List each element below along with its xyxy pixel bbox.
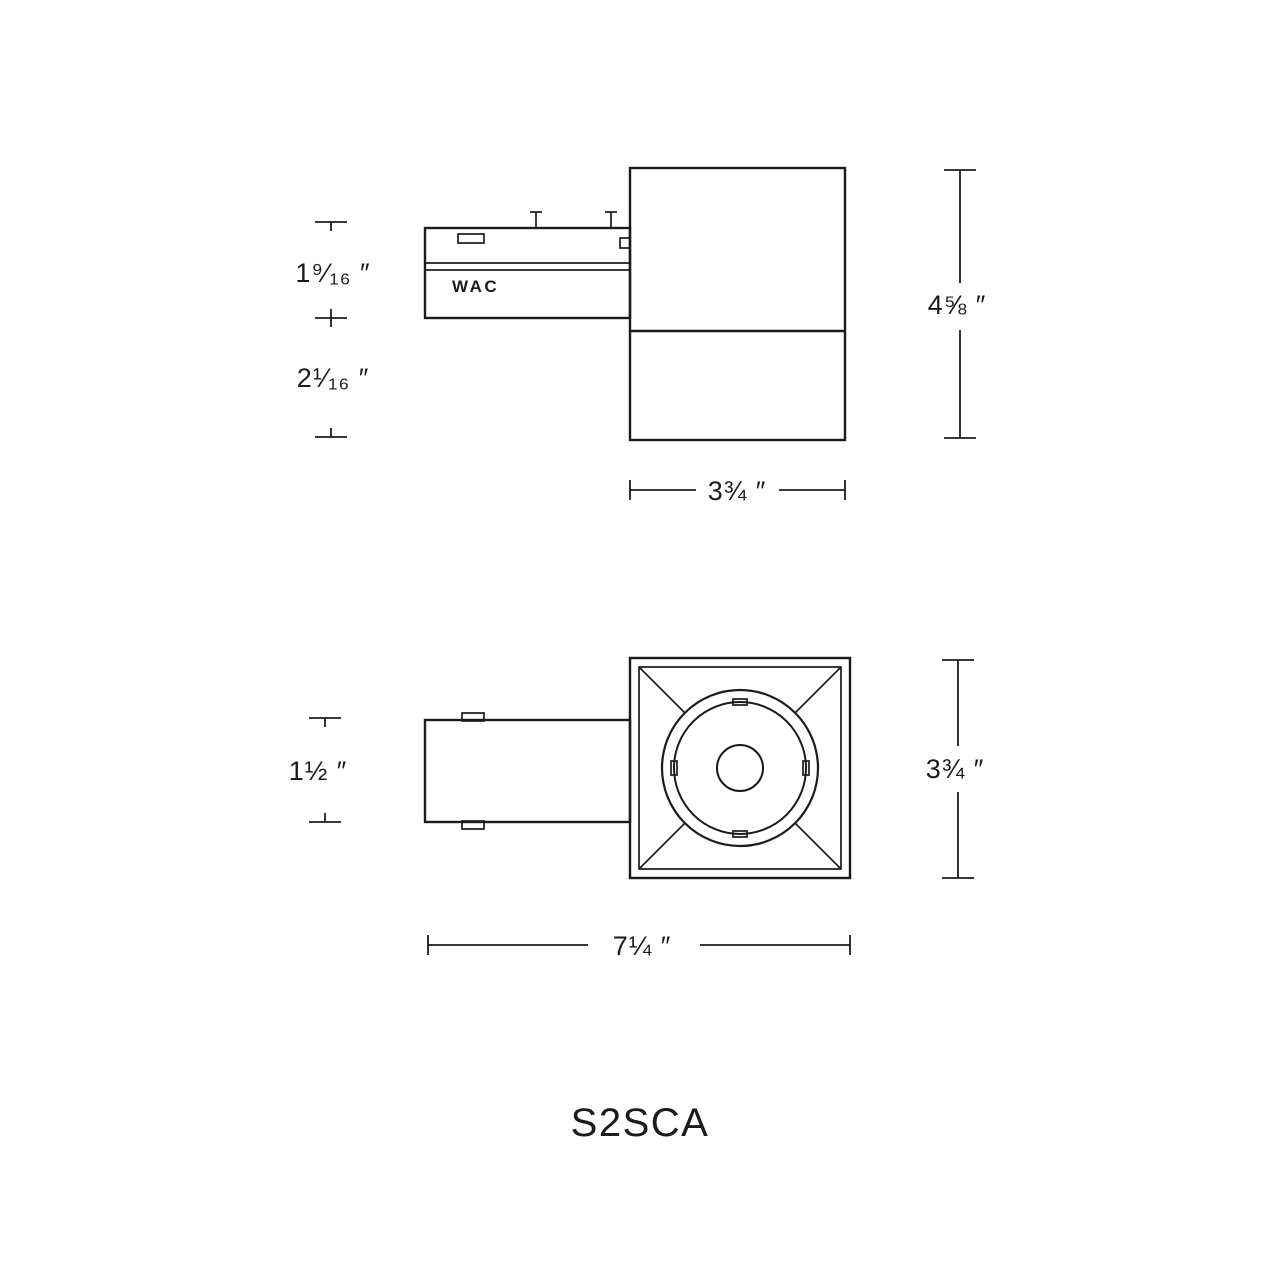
wac-logo: WAC <box>452 277 499 296</box>
plan-bottom-dimension <box>427 935 851 955</box>
dim-label-overall-length: 7¼ ″ <box>613 931 672 961</box>
track-contacts <box>530 211 617 228</box>
dim-label-head-depth: 3¾ ″ <box>926 754 985 784</box>
side-bottom-dimension <box>629 480 846 500</box>
dim-label-overall-height: 4⅝ ″ <box>928 290 987 320</box>
reflector-diagonals <box>638 666 842 870</box>
arm-tab-top <box>461 712 485 722</box>
side-view: WAC 1⁹⁄₁₆ ″ 2¹⁄₁₆ ″ 4⅝ ″ <box>295 166 987 506</box>
driver-latch <box>619 237 631 249</box>
side-right-dimension <box>944 169 976 439</box>
adapter-arm-outline <box>423 718 632 824</box>
plan-view: 1½ ″ 3¾ ″ 7¼ ″ <box>289 656 985 961</box>
lens-notches <box>670 698 810 838</box>
plan-right-dimension <box>942 659 974 879</box>
dim-label-lower-height: 2¹⁄₁₆ ″ <box>297 363 370 393</box>
head-square-outer <box>628 656 852 880</box>
dim-label-adapter-height: 1⁹⁄₁₆ ″ <box>295 258 370 288</box>
lens-outer-circle <box>660 688 820 848</box>
lens-center-circle <box>716 744 764 792</box>
side-left-dimension-ticks <box>315 221 347 438</box>
arm-tab-bottom <box>461 820 485 830</box>
dim-label-arm-width: 1½ ″ <box>289 756 348 786</box>
driver-box-outline <box>423 226 632 320</box>
fixture-head-outline <box>628 166 847 442</box>
head-square-inner <box>638 666 842 870</box>
lens-mid-circle <box>673 701 807 835</box>
dim-label-head-width: 3¾ ″ <box>708 476 767 506</box>
plan-left-dimension-ticks <box>309 717 341 823</box>
driver-slot <box>457 233 485 244</box>
model-number-title: S2SCA <box>571 1101 710 1145</box>
